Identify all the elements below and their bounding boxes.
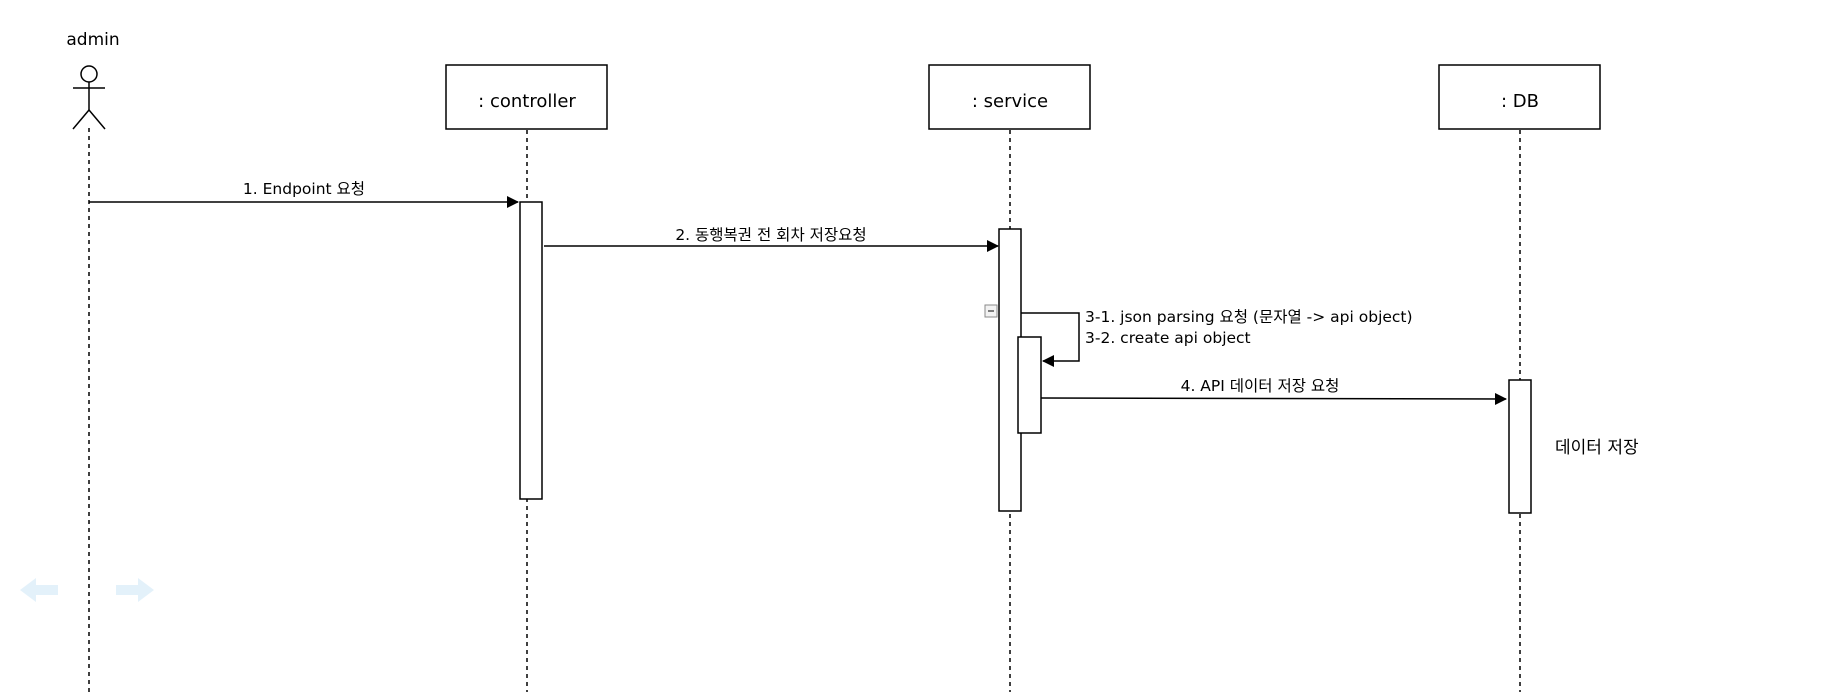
actor-label: admin [66,30,119,50]
message-label-4: 4. API 데이터 저장 요청 [1181,377,1340,395]
stick-figure-icon [72,65,106,130]
participant-label-db: : DB [1501,91,1539,112]
message-label-2: 2. 동행복권 전 회차 저장요청 [675,226,866,244]
db-note-label: 데이터 저장 [1555,438,1639,458]
actor-admin[interactable]: admin [66,30,120,130]
collapse-minus-icon[interactable] [984,304,998,318]
activation-service-nested[interactable] [1017,336,1042,434]
participant-label-controller: : controller [478,91,576,112]
activation-controller[interactable] [519,201,543,500]
arrow-right-icon[interactable] [116,578,154,602]
message-1[interactable]: 1. Endpoint 요청 [89,180,519,208]
message-2[interactable]: 2. 동행복권 전 회차 저장요청 [544,226,999,252]
message-3-self-call[interactable]: 3-1. json parsing 요청 (문자열 -> api object)… [1021,308,1413,367]
message-label-3-1: 3-1. json parsing 요청 (문자열 -> api object) [1085,308,1413,326]
activation-db[interactable] [1508,379,1532,514]
message-4[interactable]: 4. API 데이터 저장 요청 [1040,377,1507,405]
participant-db[interactable]: : DB [1438,64,1601,130]
arrow-left-icon[interactable] [20,578,58,602]
participant-label-service: : service [972,91,1048,112]
participant-service[interactable]: : service [928,64,1091,130]
message-label-3-2: 3-2. create api object [1085,329,1251,347]
participant-controller[interactable]: : controller [445,64,608,130]
message-label-1: 1. Endpoint 요청 [243,180,365,198]
